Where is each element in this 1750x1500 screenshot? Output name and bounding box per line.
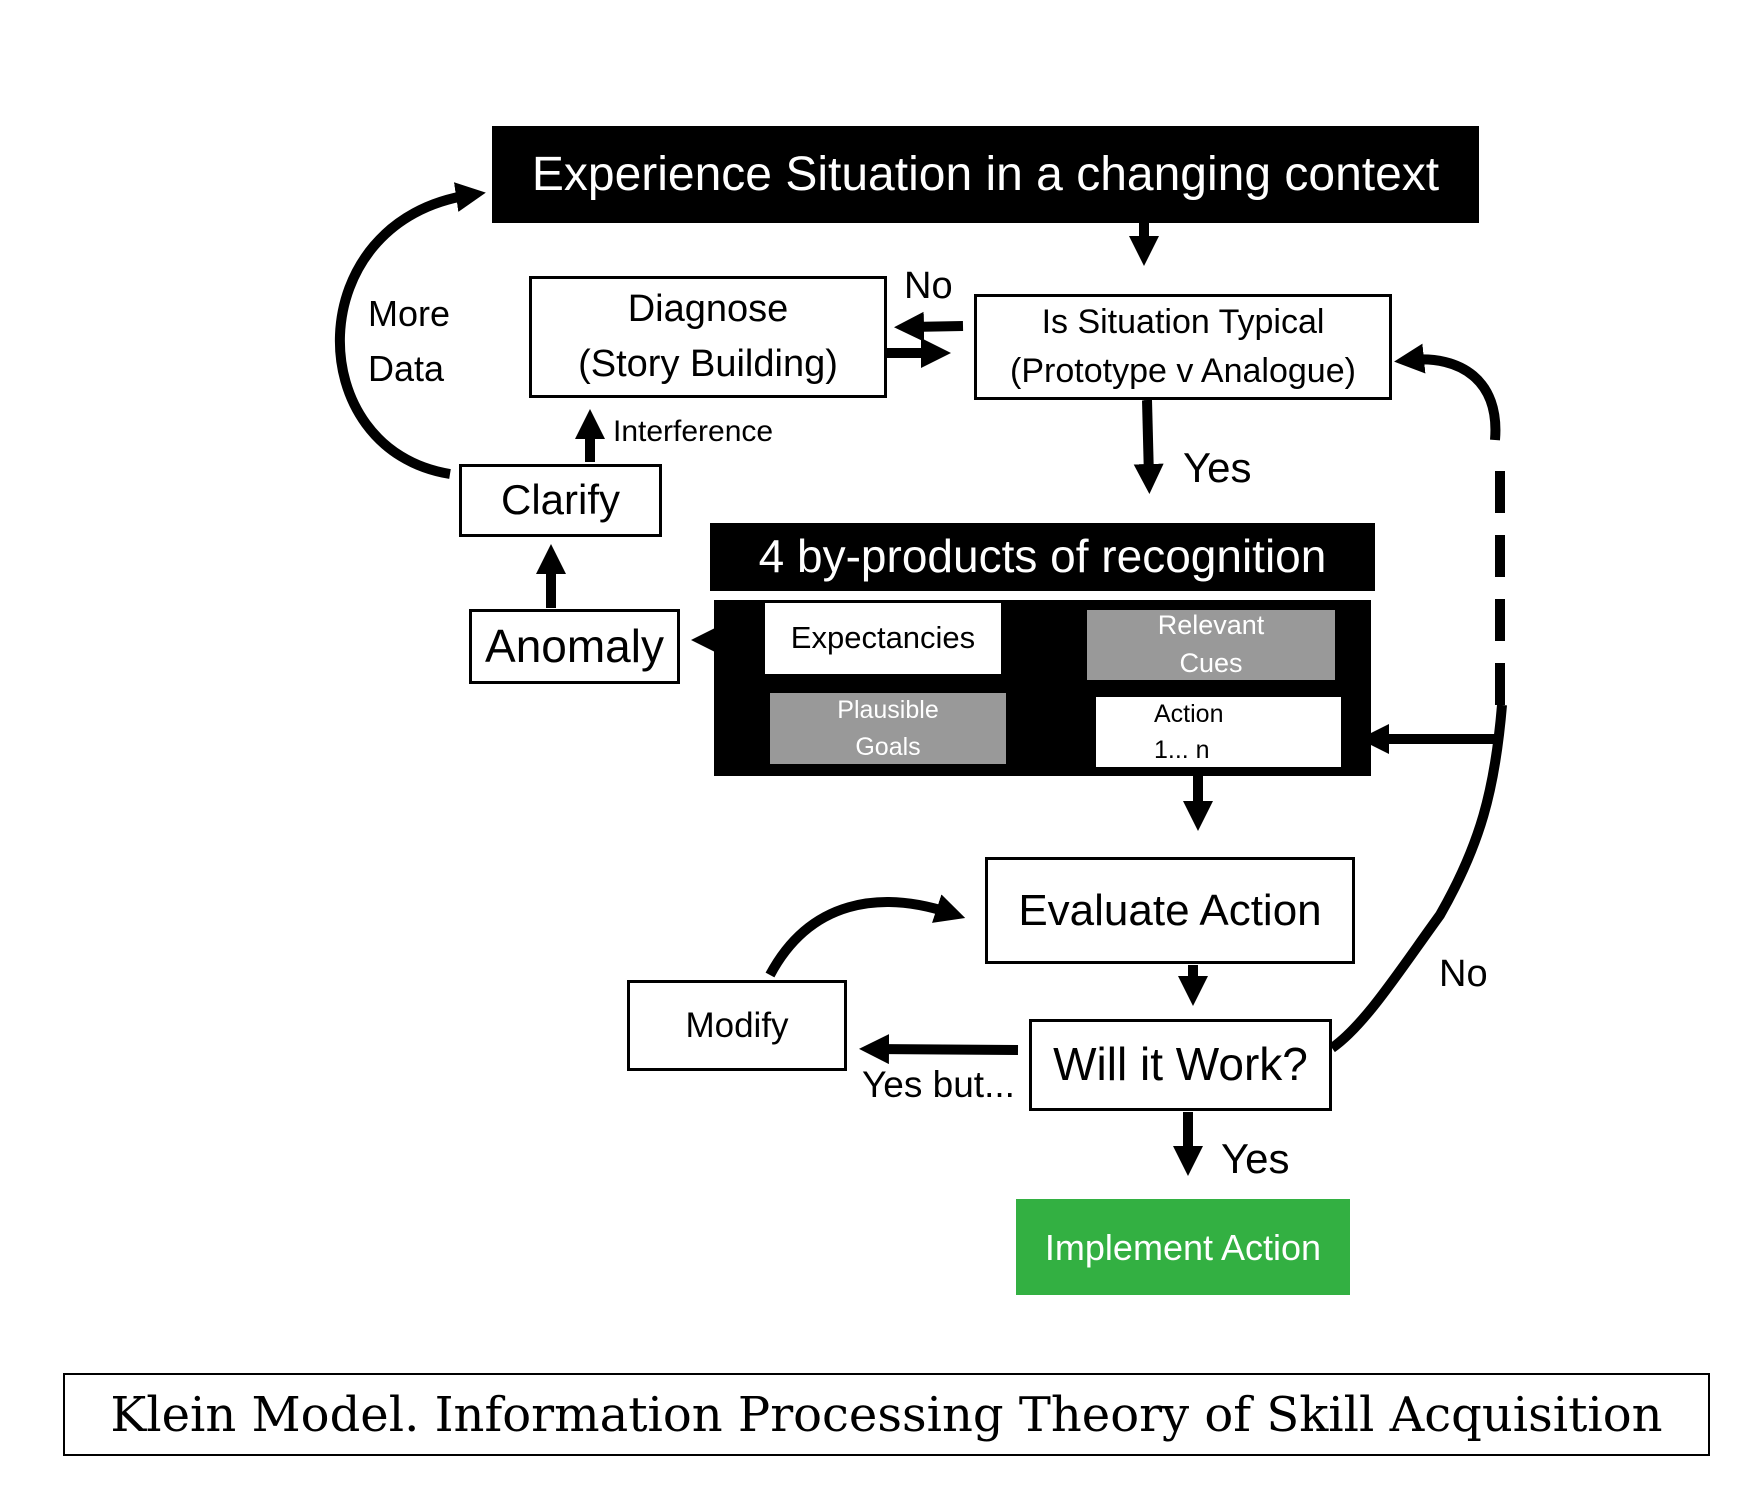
label-data: Data bbox=[368, 348, 445, 389]
arrow-willwork-no-loop bbox=[1329, 704, 1507, 1053]
label-more: More bbox=[368, 293, 451, 334]
expectancies-box: Expectancies bbox=[765, 603, 1001, 674]
will-it-work-label: Will it Work? bbox=[1053, 1038, 1308, 1091]
evaluate-action-label: Evaluate Action bbox=[1018, 886, 1322, 935]
arrow-dashed-curve-to-typical bbox=[1394, 343, 1501, 441]
implement-action-label: Implement Action bbox=[1044, 1226, 1322, 1268]
diagnose-label-line2: (Story Building) bbox=[578, 343, 838, 385]
modify-box: Modify bbox=[627, 980, 847, 1071]
will-it-work-box: Will it Work? bbox=[1029, 1019, 1332, 1111]
arrow-typical-to-diagnose bbox=[894, 311, 964, 342]
label-yes-but: Yes but... bbox=[862, 1064, 1015, 1105]
label-yes-mid: Yes bbox=[1183, 444, 1252, 491]
label-no-right: No bbox=[1439, 953, 1488, 995]
arrow-typical-to-byproducts bbox=[1133, 399, 1164, 494]
clarify-box: Clarify bbox=[459, 464, 662, 537]
relevant-cues-line2: Cues bbox=[1179, 648, 1243, 678]
arrow-willwork-to-modify bbox=[859, 1034, 1019, 1065]
label-no-top: No bbox=[904, 265, 953, 307]
caption-box: Klein Model. Information Processing Theo… bbox=[63, 1373, 1710, 1456]
plausible-goals-box: Plausible Goals bbox=[770, 693, 1006, 764]
action-line2: 1... n bbox=[1154, 736, 1210, 764]
label-yes-bottom: Yes bbox=[1221, 1135, 1290, 1182]
experience-situation-label: Experience Situation in a changing conte… bbox=[531, 147, 1440, 201]
arrow-modify-to-evaluate bbox=[765, 894, 966, 978]
label-interference: Interference bbox=[613, 415, 774, 448]
relevant-cues-box: Relevant Cues bbox=[1087, 610, 1335, 680]
expectancies-label: Expectancies bbox=[790, 620, 976, 656]
byproducts-header-label: 4 by-products of recognition bbox=[758, 530, 1327, 583]
plausible-goals-line1: Plausible bbox=[837, 696, 939, 725]
evaluate-action-box: Evaluate Action bbox=[985, 857, 1355, 964]
modify-label: Modify bbox=[685, 1005, 789, 1045]
relevant-cues-line1: Relevant bbox=[1157, 610, 1265, 641]
situation-typical-box: Is Situation Typical (Prototype v Analog… bbox=[974, 294, 1392, 400]
caption-text: Klein Model. Information Processing Theo… bbox=[110, 1386, 1663, 1443]
action-box: Action 1... n bbox=[1096, 697, 1341, 767]
anomaly-box: Anomaly bbox=[469, 609, 680, 684]
experience-situation-box: Experience Situation in a changing conte… bbox=[492, 126, 1479, 223]
diagnose-box: Diagnose (Story Building) bbox=[529, 276, 887, 398]
implement-action-box: Implement Action bbox=[1016, 1199, 1350, 1295]
byproducts-header: 4 by-products of recognition bbox=[710, 523, 1375, 591]
arrow-more-data bbox=[335, 182, 486, 479]
situation-typical-line1: Is Situation Typical bbox=[1041, 302, 1325, 341]
situation-typical-line2: (Prototype v Analogue) bbox=[1010, 352, 1356, 390]
diagnose-label-line1: Diagnose bbox=[627, 287, 789, 330]
anomaly-label: Anomaly bbox=[485, 619, 664, 672]
clarify-label: Clarify bbox=[500, 476, 620, 524]
plausible-goals-line2: Goals bbox=[855, 732, 921, 761]
action-line1: Action bbox=[1154, 699, 1224, 728]
